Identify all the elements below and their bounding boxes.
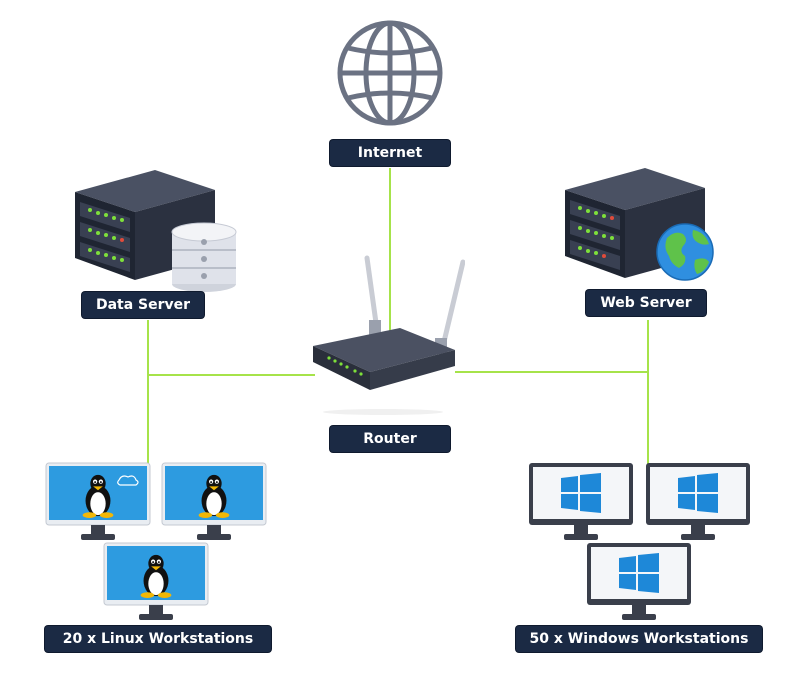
windows-monitor-icon [646, 463, 750, 540]
web-server-label: Web Server [586, 290, 706, 316]
server-database-icon [75, 170, 237, 292]
globe-icon [337, 20, 443, 126]
windows-workstations-label: 50 x Windows Workstations [516, 626, 762, 652]
wireless-router-icon [313, 255, 465, 415]
windows-monitor-icon [587, 543, 691, 620]
windows-monitor-icon [529, 463, 633, 540]
data-server-label: Data Server [82, 292, 204, 318]
server-globe-icon [565, 168, 714, 281]
linux-monitor-icon [45, 462, 151, 540]
linux-monitor-icon [161, 462, 267, 540]
linux-workstations-label: 20 x Linux Workstations [45, 626, 271, 652]
internet-label: Internet [330, 140, 450, 166]
router-label: Router [330, 426, 450, 452]
linux-monitor-icon [103, 542, 209, 620]
